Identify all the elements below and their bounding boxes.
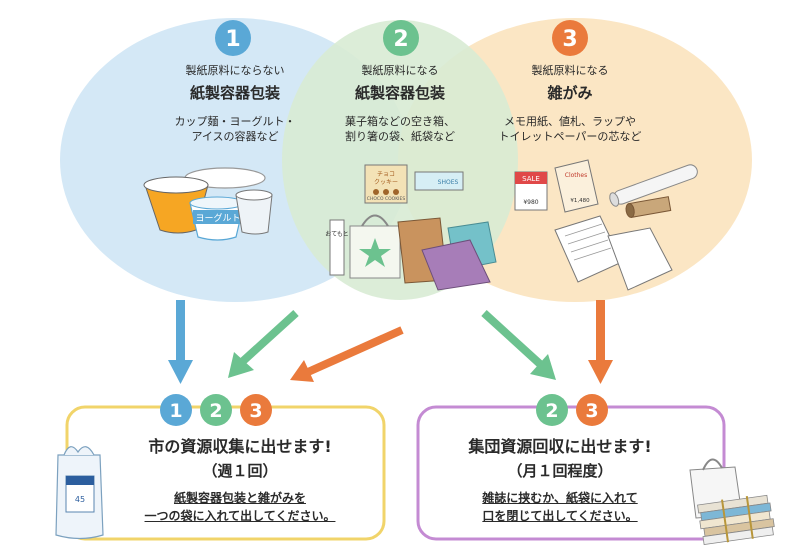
boxes-bags-illustration: チョコ クッキー CHOCO COOKIES SHOES おてもと (325, 164, 497, 291)
clothes-price-label: ¥1,480 (570, 198, 590, 204)
category-2-desc-line-1: 菓子箱などの空き箱、 (345, 115, 455, 128)
shoes-label: SHOES (438, 179, 459, 186)
arrow-2-right (481, 310, 556, 380)
box1-badge-3: 3 (240, 394, 272, 426)
box2-badge-3-text: 3 (585, 400, 598, 422)
destination-1-note-line-1: 紙製容器包装と雑がみを (173, 491, 306, 505)
category-3-desc-line-1: メモ用紙、値札、ラップや (504, 115, 636, 128)
box2-badge-2-text: 2 (545, 400, 558, 422)
destination-2-note-line-2: 口を閉じて出してください。 (482, 509, 638, 523)
box1-badge-2: 2 (200, 394, 232, 426)
category-3-subtitle: 製紙原料になる (531, 64, 609, 77)
category-1-desc-line-1: カップ麺・ヨーグルト・ (174, 115, 296, 128)
box1-badge-1: 1 (160, 394, 192, 426)
sale-price-label: ¥980 (523, 199, 538, 206)
category-2-title: 紙製容器包装 (354, 84, 445, 102)
category-2-desc-line-2: 割り箸の袋、紙袋など (345, 130, 455, 143)
destination-2-note-line-1: 雑誌に挟むか、紙袋に入れて (482, 491, 638, 505)
box2-badge-2: 2 (536, 394, 568, 426)
category-1-subtitle: 製紙原料にならない (185, 64, 285, 77)
arrow-3-down (588, 300, 613, 384)
arrow-1-down (168, 300, 193, 384)
arrow-3-left (290, 326, 404, 382)
number-badge-3: 3 (552, 20, 588, 56)
yogurt-label: ヨーグルト (195, 212, 240, 224)
otemoto-label: おてもと (325, 231, 349, 238)
box1-badge-1-text: 1 (169, 400, 182, 422)
category-1-title: 紙製容器包装 (189, 84, 280, 102)
choco-label-2: クッキー (374, 179, 398, 186)
number-badge-2: 2 (383, 20, 419, 56)
category-1-desc-line-2: アイスの容器など (191, 130, 279, 143)
destination-1-title: 市の資源収集に出せます! (148, 437, 332, 456)
choco-label-1: チョコ (377, 171, 395, 178)
badge-1-text: 1 (225, 27, 240, 52)
box2-badge-3: 3 (576, 394, 608, 426)
box1-badge-2-text: 2 (209, 400, 222, 422)
badge-2-text: 2 (393, 27, 408, 52)
destination-2-frequency: （月１回程度） (507, 462, 613, 480)
box1-badge-3-text: 3 (249, 400, 262, 422)
category-3-title: 雑がみ (547, 84, 593, 102)
cup-containers-illustration: ヨーグルト (143, 167, 273, 241)
destination-2-title: 集団資源回収に出せます! (468, 437, 652, 456)
garbage-bag-illustration: 45 (55, 446, 104, 540)
category-3-desc-line-2: トイレットペーパーの芯など (498, 130, 642, 143)
bag-number-label: 45 (75, 495, 85, 504)
sale-tag-label: SALE (522, 175, 540, 183)
choco-small-label: CHOCO COOKIES (367, 196, 406, 202)
arrow-2-left (228, 310, 299, 378)
clothes-tag-label: Clothes (565, 172, 588, 179)
misc-paper-illustration: SALE ¥980 Clothes ¥1,480 (514, 159, 698, 291)
destination-1-note-line-2: 一つの袋に入れて出してください。 (144, 509, 336, 523)
badge-3-text: 3 (562, 27, 577, 52)
category-2-subtitle: 製紙原料になる (361, 64, 439, 77)
destination-1-frequency: （週１回） (202, 462, 278, 480)
paper-bag-bundle-illustration (689, 458, 775, 545)
number-badge-1: 1 (215, 20, 251, 56)
